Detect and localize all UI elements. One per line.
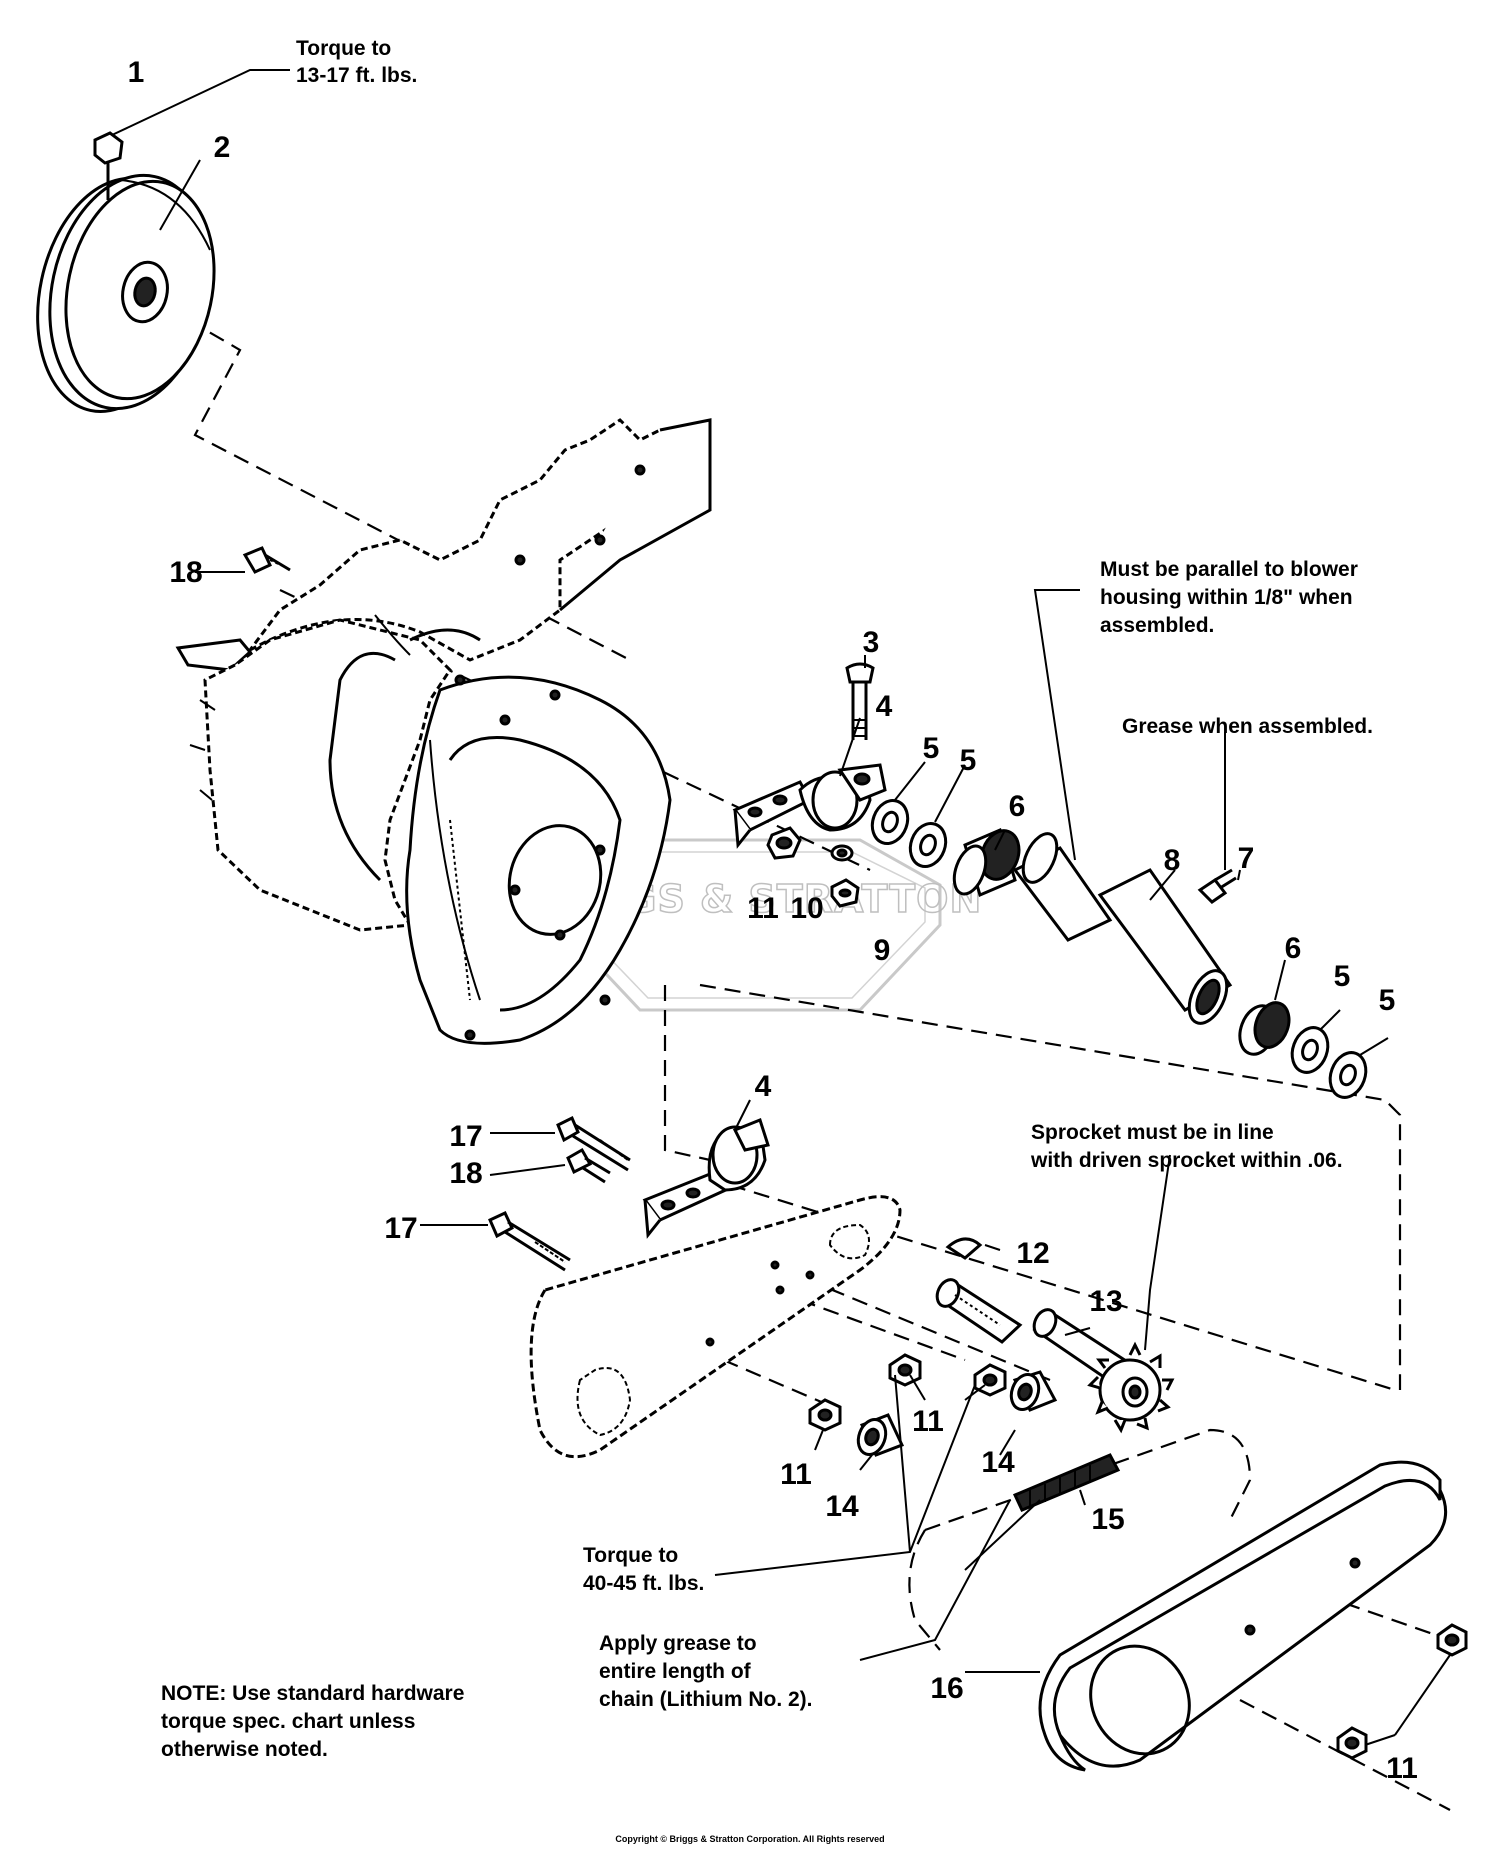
callout-15: 15 [1091,1503,1124,1536]
callout-5-d: 5 [1379,984,1396,1017]
shaft-and-sprocket [935,1278,1175,1434]
bearing-plate [529,1195,902,1459]
sprocket [1087,1341,1175,1434]
callout-3: 3 [863,626,880,659]
hardware-bolts [242,546,875,1272]
bolt-17-upper [556,1115,631,1172]
callout-2: 2 [214,131,231,164]
callout-11-upper: 11 [747,892,779,925]
callout-10: 10 [790,892,823,925]
drive-chain [1012,1453,1121,1512]
callout-12: 12 [1016,1237,1049,1270]
callout-13: 13 [1089,1285,1122,1318]
upper-nuts [766,826,860,908]
torque-note-1: Torque to 13-17 ft. lbs. [296,37,417,87]
callout-4-lower: 4 [755,1070,772,1103]
leader-lines [111,69,1451,1746]
blower-housing [175,418,712,1045]
bearing-bracket-lower [642,1118,770,1239]
callout-8: 8 [1164,844,1181,877]
pulley-cap-screw [93,131,124,200]
bearing-bracket-upper [732,763,887,849]
callout-6-right: 6 [1285,932,1302,965]
callout-11-bottom: 11 [1386,1752,1418,1785]
grease-note: Grease when assembled. [1122,715,1373,738]
washers-upper [870,799,948,868]
pulley [36,173,216,413]
callout-17-lower: 17 [384,1212,417,1245]
callout-1: 1 [128,56,145,89]
callout-numbers: 1 2 3 4 5 5 6 8 7 11 10 9 6 5 5 18 4 17 … [128,56,1418,1785]
chain-grease-note: Apply grease to entire length of chain (… [599,1632,813,1711]
bolt-3 [845,662,875,740]
lower-nuts [808,1353,1468,1760]
bearing-upper [952,827,1021,898]
grease-fitting [1197,868,1237,904]
callout-16: 16 [930,1672,963,1705]
callout-5-b: 5 [960,744,977,777]
callout-17-upper: 17 [449,1120,482,1153]
bolt-18-lower [566,1147,611,1184]
callout-18-upper: 18 [169,556,202,589]
shaft-tubes [1012,832,1233,1025]
torque-note-2: Torque to 40-45 ft. lbs. [583,1544,704,1595]
callout-5-c: 5 [1334,960,1351,993]
copyright-text: Copyright © Briggs & Stratton Corporatio… [615,1834,884,1844]
spacers [856,1370,1058,1457]
bolt-17-lower [488,1211,571,1272]
sprocket-note: Sprocket must be in line with driven spr… [1030,1121,1343,1172]
callout-11-mid: 11 [912,1405,944,1438]
callout-7: 7 [1238,842,1255,875]
callout-9: 9 [874,934,891,967]
callout-6-upper: 6 [1009,790,1026,823]
callout-14-right: 14 [981,1446,1015,1479]
callout-11-left: 11 [780,1458,812,1491]
bolt-18-upper [242,546,291,574]
notes: Torque to 13-17 ft. lbs. Must be paralle… [161,37,1373,1844]
woodruff-key [945,1237,983,1260]
callout-5-a: 5 [923,732,940,765]
callout-4-upper: 4 [876,690,893,723]
general-note: NOTE: Use standard hardware torque spec.… [161,1682,470,1761]
parallel-note: Must be parallel to blower housing withi… [1100,558,1364,637]
callout-14-left: 14 [825,1490,859,1523]
callout-18-lower: 18 [449,1157,482,1190]
chain-guard [1038,1460,1448,1772]
bearing-washers-right [1238,1001,1368,1099]
